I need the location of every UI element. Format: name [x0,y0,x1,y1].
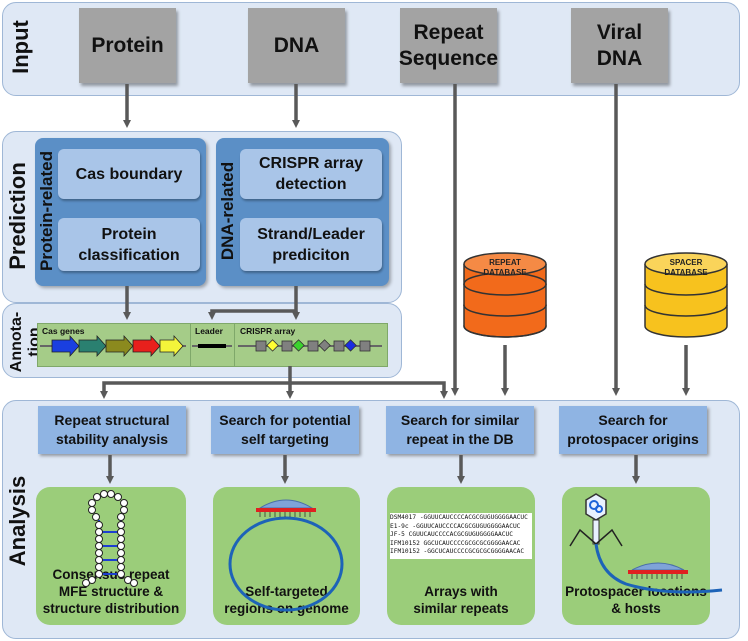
input-viral-line1: Viral [596,20,643,44]
alignment-row: E1-9c -GGUUCAUCCCCACGCGUGUGGGGAACUC [390,523,520,532]
protein-class-line1: Protein [101,225,157,243]
gene-arrow-icon [159,334,184,358]
proto-line2: & hosts [611,601,661,616]
alignment-name: IFM10152 [390,539,420,547]
repeat-database-label: REPEAT DATABASE [465,258,545,278]
arrow-icon [100,366,292,399]
protospacer-line2: protospacer origins [567,431,699,447]
proto-line1: Protospacer locations [565,584,707,599]
arrays-caption: Arrays with similar repeats [387,583,535,617]
protospacer-box: Search for protospacer origins [559,406,707,454]
spacer-db-line2: DATABASE [664,268,708,277]
crispr-detection-line2: detection [275,176,347,193]
arrow-icon [208,286,298,320]
leader-label: Leader [195,326,223,336]
self-target-line1: Search for potential [219,412,351,428]
alignment-seq: CGUUCAUCCCCACGCGUGUGGGGAACUC [408,531,513,538]
alignment-row: IFM10152 GGCUCAUCCCCGCGCGCGGGGAACAC [390,540,520,549]
spacer-database-icon [644,252,728,338]
rna-hairpin-icon [82,490,138,587]
consensus-caption: Consensus repeat MFE structure & structu… [36,566,186,617]
consensus-result-box: Consensus repeat MFE structure & structu… [36,487,186,625]
alignment-seq: -GGCUCAUCCCCGCGCGCGGGGAACAC [423,548,525,555]
strand-leader-box: Strand/Leader prediciton [240,218,382,271]
strand-leader-line2: prediciton [272,246,350,264]
input-repeat-sequence: Repeat Sequence [398,8,499,83]
input-protein-label: Protein [91,33,164,57]
spacer-database-label: SPACER DATABASE [646,258,726,278]
input-repeat-line1: Repeat [413,20,484,44]
similar-repeat-line1: Search for similar [400,412,520,428]
repeat-structural-line2: stability analysis [55,431,169,447]
crispr-detection-line1: CRISPR array [258,155,364,172]
protospacer-result-box: Protospacer locations & hosts [562,487,710,625]
repeat-db-line2: DATABASE [483,268,527,277]
consensus-line3: structure distribution [42,601,180,616]
gene-arrow-icon [105,334,134,358]
repeat-structural-line1: Repeat structural [54,412,170,428]
repeat-structural-box: Repeat structural stability analysis [38,406,186,454]
crispr-detection-box: CRISPR array detection [240,149,382,199]
gene-arrow-icon [132,334,161,358]
alignment-name: JF-5 [390,531,405,538]
spacer-db-line1: SPACER [669,258,703,267]
arrow-icon [290,381,448,399]
input-protein: Protein [79,8,176,83]
genome-circle-icon [228,499,344,612]
self-line1: Self-targeted [245,584,328,599]
phage-icon [569,493,723,594]
protein-classification-box: Protein classification [58,218,200,271]
cas-genes-label: Cas genes [42,326,85,336]
alignment-row: JF-5 CGUUCAUCCCCACGCGUGUGGGGAACUC [390,531,513,540]
alignment-name: E1-9c [390,522,409,530]
similar-repeat-line2: repeat in the DB [406,431,514,447]
gene-arrow-icon [51,334,80,358]
self-targeting-box: Search for potential self targeting [211,406,359,454]
gene-arrow-icon [78,334,107,358]
protospacer-caption: Protospacer locations & hosts [562,583,710,617]
alignment-seq: -GGUUCAUCCCCACGCGUGUGGGGAACUC [419,514,528,521]
arrays-result-box: Arrays with similar repeats DSM4017 -GGU… [387,487,535,625]
input-repeat-line2: Sequence [398,46,499,70]
input-dna-label: DNA [273,33,320,57]
alignment-name: IFM10152 [390,548,420,555]
consensus-line2: MFE structure & [58,584,164,599]
arrays-line2: similar repeats [413,601,509,616]
arrays-line1: Arrays with [424,584,498,599]
self-target-line2: self targeting [241,431,329,447]
alignment-row: IFM10152 -GGCUCAUCCCCGCGCGCGGGGAACAC [390,548,524,557]
alignment-seq: GGCUCAUCCCCGCGCGCGGGGAACAC [423,539,521,547]
cas-boundary-label: Cas boundary [75,165,183,183]
strand-leader-line1: Strand/Leader [257,225,365,243]
alignment-seq: -GGUUCAUCCCCACGCGUGUGGGGAACUC [412,522,521,530]
similar-repeat-box: Search for similar repeat in the DB [386,406,534,454]
protospacer-line1: Search for [598,412,668,428]
alignment-row: DSM4017 -GGUUCAUCCCCACGCGUGUGGGGAACUC [390,514,528,523]
alignment-name: DSM4017 [390,514,417,521]
repeat-db-line1: REPEAT [489,258,521,267]
alignment-panel: DSM4017 -GGUUCAUCCCCACGCGUGUGGGGAACUC E1… [390,513,532,559]
crispr-array-label: CRISPR array [240,326,296,336]
crispr-array-icon [255,339,371,352]
input-viral-dna: Viral DNA [571,8,668,83]
protein-class-line2: classification [78,246,180,264]
input-dna: DNA [248,8,345,83]
input-viral-line2: DNA [596,46,643,70]
cas-boundary-box: Cas boundary [58,149,200,199]
repeat-database-icon [463,252,547,338]
